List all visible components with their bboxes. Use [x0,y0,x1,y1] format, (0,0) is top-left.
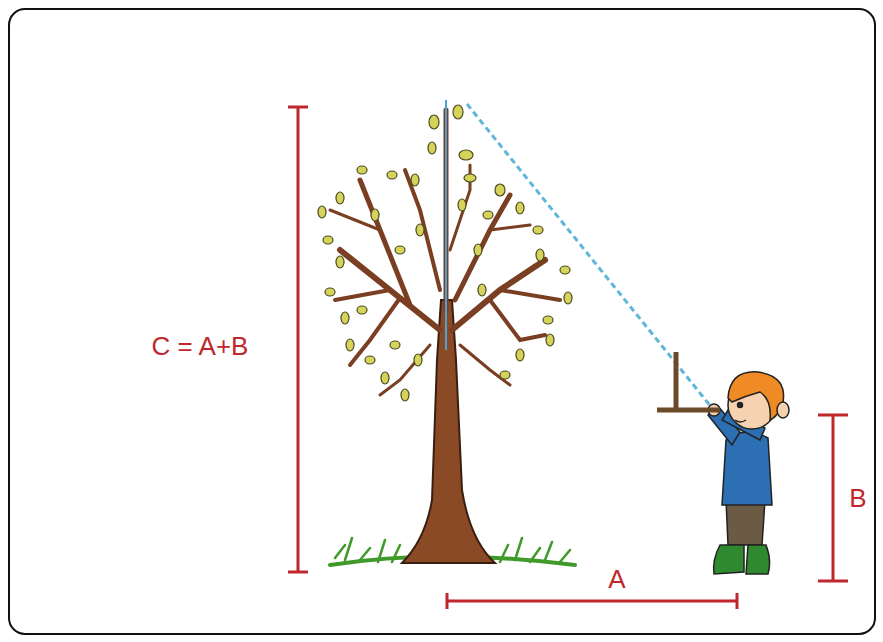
tree-axis-line [445,100,447,350]
frame [9,9,875,634]
dimension-a [447,593,737,609]
dimension-b [818,415,848,581]
dimension-label: B [849,485,866,511]
dimension-c [288,107,308,572]
dimension-label: C = A+B [152,333,249,359]
boy-figure [657,352,789,574]
dimension-label: A [608,566,625,592]
tree-trunk [402,300,495,563]
